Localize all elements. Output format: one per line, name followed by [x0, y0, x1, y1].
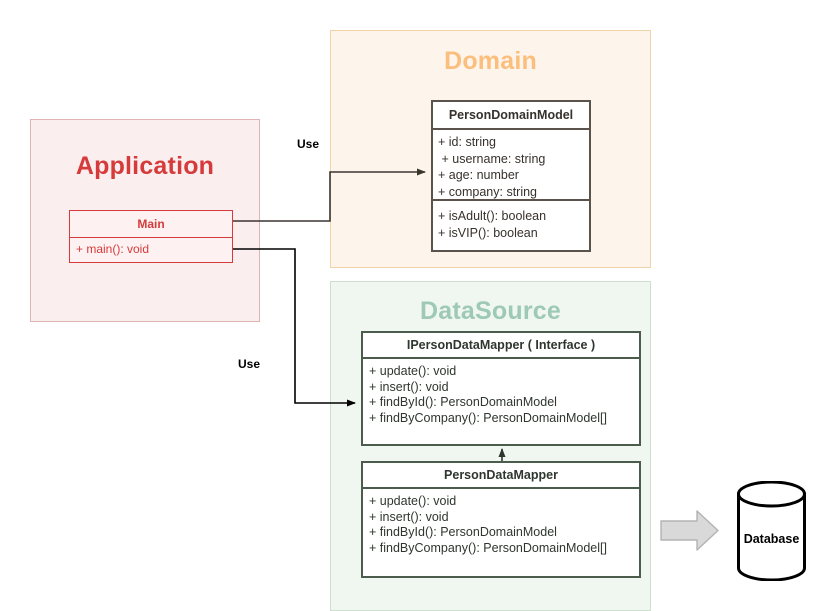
connector-persistence-block-arrow[interactable] [660, 510, 719, 551]
class-box-ipersondatamapper[interactable]: IPersonDataMapper ( Interface ) + update… [361, 331, 641, 446]
operation-line: + findByCompany(): PersonDomainModel[] [369, 540, 607, 555]
class-name-main: Main [70, 211, 232, 238]
class-name-persondomainmodel: PersonDomainModel [433, 102, 589, 130]
operation-line: + insert(): void [369, 379, 449, 394]
attribute-line: + company: string [438, 184, 538, 199]
connector-use-datasource[interactable] [233, 248, 356, 407]
operation-line: + findByCompany(): PersonDomainModel[] [369, 410, 607, 425]
operation-line: + main(): void [76, 242, 150, 256]
operation-line: + update(): void [369, 364, 457, 378]
class-attributes-persondomainmodel: + id: string + username: string + age: n… [433, 130, 589, 201]
class-operations-persondatamapper: + update(): void + insert(): void + find… [363, 489, 639, 556]
package-application-title: Application [75, 152, 215, 180]
operation-line: + update(): void [369, 494, 457, 508]
class-operations-main: + main(): void [70, 238, 232, 263]
connector-label-use-datasource: Use [238, 357, 261, 371]
operation-line: + isAdult(): boolean [438, 209, 547, 223]
operation-line: + insert(): void [369, 509, 449, 524]
database-cylinder[interactable] [737, 481, 806, 581]
operation-line: + findById(): PersonDomainModel [369, 395, 557, 409]
package-datasource-title: DataSource [420, 297, 561, 325]
operation-line: + findById(): PersonDomainModel [369, 525, 557, 539]
attribute-line: + age: number [438, 168, 519, 182]
database-label: Database [743, 532, 800, 546]
class-box-persondatamapper[interactable]: PersonDataMapper + update(): void + inse… [361, 461, 641, 578]
package-domain-title: Domain [444, 47, 537, 75]
attribute-line: + username: string [438, 151, 546, 166]
class-name-persondatamapper: PersonDataMapper [363, 463, 639, 489]
operation-line: + isVIP(): boolean [438, 225, 538, 240]
class-name-ipersondatamapper: IPersonDataMapper ( Interface ) [363, 333, 639, 359]
class-box-main[interactable]: Main + main(): void [69, 210, 233, 263]
class-box-persondomainmodel[interactable]: PersonDomainModel + id: string + usernam… [431, 100, 591, 252]
connector-label-use-domain: Use [297, 137, 320, 151]
attribute-line: + id: string [438, 135, 497, 149]
class-operations-persondomainmodel: + isAdult(): boolean + isVIP(): boolean [433, 201, 589, 241]
class-operations-ipersondatamapper: + update(): void + insert(): void + find… [363, 359, 639, 426]
connector-use-domain[interactable] [233, 168, 426, 222]
